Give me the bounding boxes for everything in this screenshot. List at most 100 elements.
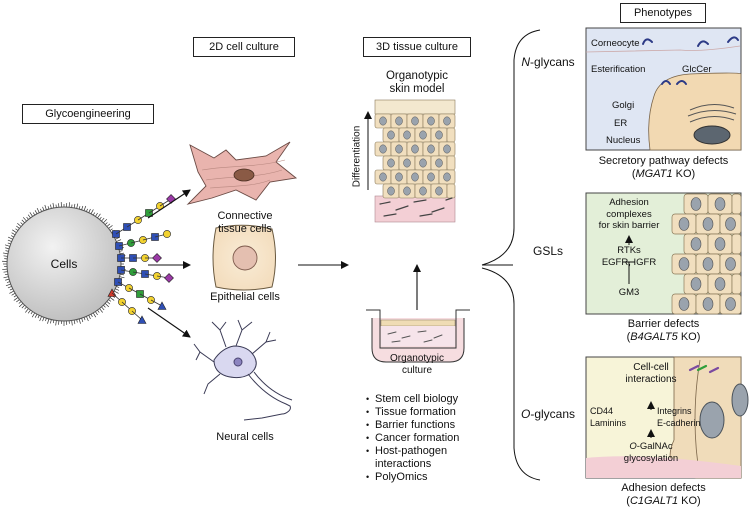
class-n-glycans: N-glycans — [518, 56, 578, 69]
p2-egfr: EGFR, IGFR — [601, 256, 657, 268]
integrins-label: Integrins E-cadherin — [657, 406, 701, 429]
skin-cell-nucleus — [387, 130, 395, 140]
o-suffix: -glycans — [530, 407, 576, 421]
cd44-label: CD44 Laminins — [590, 406, 626, 429]
skin-cell — [446, 155, 456, 171]
barrier-cell — [731, 233, 742, 255]
p3-o-prefix: O — [629, 441, 637, 452]
skin-model — [374, 99, 456, 223]
p2-line1: Adhesion — [609, 197, 649, 208]
panel-barrier — [585, 192, 742, 315]
panel1-caption: Secretory pathway defects(MGAT1 KO) — [598, 155, 729, 180]
gm3-label: GM3 — [618, 287, 640, 298]
n-prefix: N — [521, 55, 530, 69]
skin-cell-nucleus — [411, 172, 419, 182]
panel-adhesion — [585, 356, 749, 479]
neural-cell — [193, 319, 293, 421]
glycan-triangle — [137, 315, 147, 324]
application-item: Tissue formation — [366, 406, 459, 419]
rtks-label: RTKs EGFR, IGFR — [588, 245, 670, 268]
p3-line1: Cell-cell — [633, 362, 669, 373]
skin-cell-nucleus — [427, 144, 435, 154]
p3-integrins: Integrins — [657, 406, 692, 416]
barrier-cell-nucleus — [714, 237, 726, 251]
panel3-gene: C1GALT1 — [629, 495, 679, 507]
organotypic-culture-line1: Organotypic — [390, 353, 444, 364]
barrier-cell-nucleus — [678, 257, 690, 271]
panel3-caption: Adhesion defects(C1GALT1 KO) — [621, 482, 706, 507]
skin-cell-nucleus — [443, 116, 451, 126]
p3-ecadherin: E-cadherin — [657, 417, 701, 428]
p3-line2: interactions — [625, 373, 677, 385]
barrier-cell-nucleus — [725, 257, 736, 271]
o-prefix: O — [520, 407, 531, 421]
epithelial-cell — [212, 224, 276, 291]
p2-rtks: RTKs — [617, 245, 641, 256]
skin-cell-nucleus — [435, 186, 443, 196]
application-item: Cancer formation — [366, 432, 459, 445]
barrier-cell-nucleus — [690, 197, 702, 211]
adhesion-complexes-label: Adhesion complexes for skin barrier — [588, 197, 670, 232]
differentiation-label: Differentiation — [351, 125, 363, 188]
panel1-ko: KO) — [672, 168, 696, 180]
glycan-chains — [107, 194, 176, 324]
skin-cell-nucleus — [419, 158, 427, 168]
application-item: PolyOmics — [366, 471, 459, 484]
arrow-to-connective — [147, 189, 191, 219]
barrier-cell-nucleus — [690, 237, 702, 251]
panel3-caption-text: Adhesion defects — [621, 482, 706, 494]
glycoengineering-label: Glycoengineering — [22, 104, 154, 124]
skin-cell-nucleus — [395, 116, 403, 126]
panel2-caption: Barrier defects(B4GALT5 KO) — [626, 318, 701, 343]
er-label: ER — [614, 118, 628, 129]
p3-cd44: CD44 — [590, 406, 614, 416]
organotypic-culture-insert — [366, 309, 470, 363]
skin-cell-nucleus — [435, 158, 443, 168]
golgi-label: Golgi — [612, 100, 635, 111]
glycan-diamond — [164, 273, 174, 283]
skin-model-label-line1: Organotypic — [385, 70, 448, 82]
skin-cell-nucleus — [419, 186, 427, 196]
skin-cell-nucleus — [379, 144, 387, 154]
skin-model-label: Organotypic skin model — [370, 70, 464, 96]
dermis-fiber — [445, 197, 453, 201]
glycan-triangle — [157, 301, 167, 310]
esterification-label: Esterification — [591, 64, 646, 75]
barrier-cell-nucleus — [725, 217, 736, 231]
barrier-cell — [731, 193, 742, 215]
applications-list: Stem cell biology Tissue formation Barri… — [366, 393, 459, 484]
organotypic-culture-line2: culture — [401, 365, 432, 376]
application-item: Host-pathogen — [366, 445, 459, 458]
glycan-circle — [163, 230, 171, 238]
skin-cell-nucleus — [443, 172, 451, 182]
dermis-fiber — [413, 199, 427, 203]
skin-cell-nucleus — [403, 186, 411, 196]
corneocyte-label: Corneocyte — [591, 38, 640, 49]
skin-cell-nucleus — [411, 116, 419, 126]
epithelial-label: Epithelial cells — [210, 291, 280, 303]
skin-cell-nucleus — [387, 158, 395, 168]
barrier-cell-nucleus — [714, 197, 726, 211]
skin-cell-nucleus — [403, 158, 411, 168]
skin-cell-nucleus — [379, 116, 387, 126]
connective-label: Connective tissue cells — [195, 210, 295, 236]
barrier-cell-nucleus — [678, 217, 690, 231]
barrier-cell — [731, 273, 742, 295]
skin-cell-nucleus — [443, 144, 451, 154]
dermis-fiber — [395, 205, 409, 211]
dermis-fiber — [379, 201, 391, 205]
skin-cell-nucleus — [411, 144, 419, 154]
skin-cell-nucleus — [419, 130, 427, 140]
barrier-cell-nucleus — [702, 297, 714, 311]
dermis-fiber — [431, 207, 445, 213]
arrow-to-neural — [147, 307, 191, 338]
p3-glycosylation: glycosylation — [623, 452, 679, 464]
organotypic-culture-label: Organotypic culture — [370, 353, 464, 377]
phenotype-bracket — [481, 29, 541, 481]
p2-line3: for skin barrier — [598, 220, 660, 231]
skin-cell-nucleus — [403, 130, 411, 140]
panel-secretory — [585, 27, 742, 151]
nucleus-label: Nucleus — [606, 135, 641, 146]
skin-model-label-line2: skin model — [389, 83, 445, 95]
application-item: Barrier functions — [366, 419, 459, 432]
